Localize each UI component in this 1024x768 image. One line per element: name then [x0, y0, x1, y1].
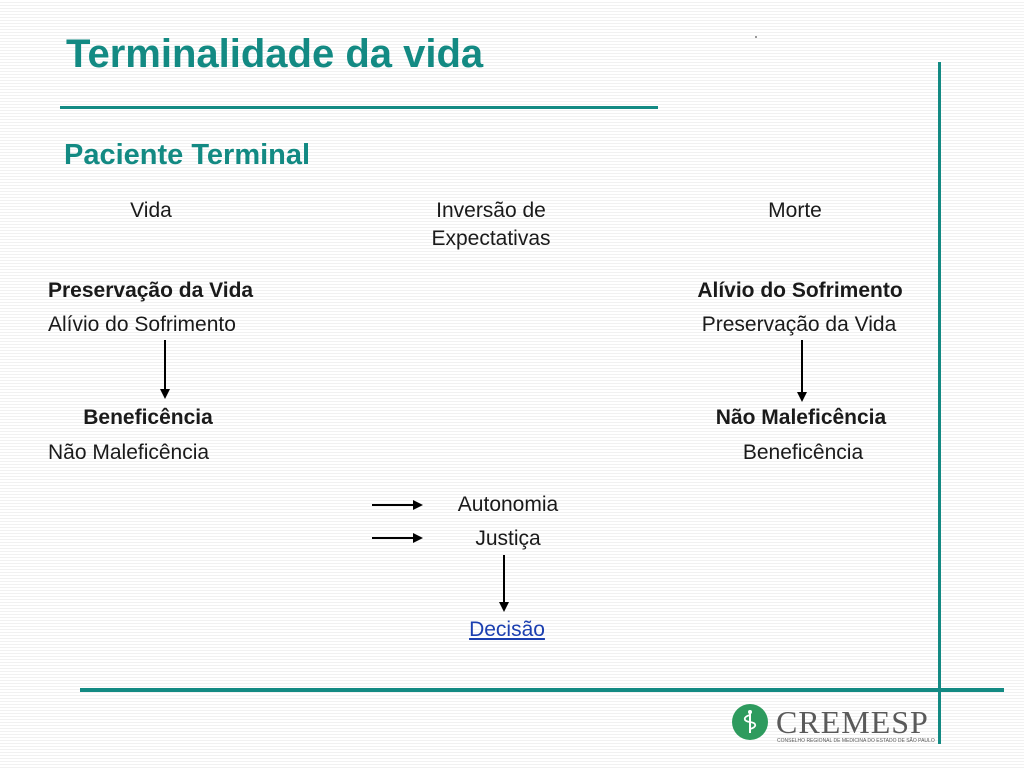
title-underline	[60, 106, 658, 109]
center-decisao-link[interactable]: Decisão	[469, 618, 545, 641]
caduceus-icon	[732, 704, 768, 740]
center-justica: Justiça	[475, 527, 541, 550]
right-preservacao-da-vida: Preservação da Vida	[701, 313, 897, 336]
decisao-arrow-shaft	[503, 555, 505, 603]
slide-title: Terminalidade da vida	[66, 32, 484, 76]
right-nao-maleficencia: Não Maleficência	[715, 406, 887, 429]
cremesp-logo-subtitle: CONSELHO REGIONAL DE MEDICINA DO ESTADO …	[777, 738, 935, 744]
decorative-dot	[755, 36, 757, 38]
right-beneficencia: Beneficência	[742, 441, 864, 464]
left-preservacao-da-vida: Preservação da Vida	[48, 279, 254, 302]
right-alivio-do-sofrimento: Alívio do Sofrimento	[697, 279, 903, 302]
autonomia-arrow-shaft	[372, 504, 414, 506]
right-vertical-rule	[938, 62, 941, 744]
left-alivio-do-sofrimento: Alívio do Sofrimento	[48, 313, 236, 336]
column-header-vida: Vida	[130, 199, 172, 222]
column-header-morte: Morte	[768, 199, 822, 222]
column-header-inversao-line2: Expectativas	[431, 227, 551, 250]
justica-arrow-right-icon	[413, 533, 423, 543]
left-arrow-shaft	[164, 340, 166, 390]
right-arrow-down-icon	[797, 392, 807, 402]
slide-subtitle: Paciente Terminal	[64, 139, 311, 171]
bottom-horizontal-rule	[80, 688, 1004, 692]
cremesp-logo-text: CREMESP	[776, 704, 929, 740]
decisao-arrow-down-icon	[499, 602, 509, 612]
left-arrow-down-icon	[160, 389, 170, 399]
justica-arrow-shaft	[372, 537, 414, 539]
left-beneficencia: Beneficência	[83, 406, 213, 429]
right-arrow-shaft	[801, 340, 803, 393]
column-header-inversao-line1: Inversão de	[436, 199, 546, 222]
center-autonomia: Autonomia	[457, 493, 559, 516]
autonomia-arrow-right-icon	[413, 500, 423, 510]
left-nao-maleficencia: Não Maleficência	[48, 441, 210, 464]
